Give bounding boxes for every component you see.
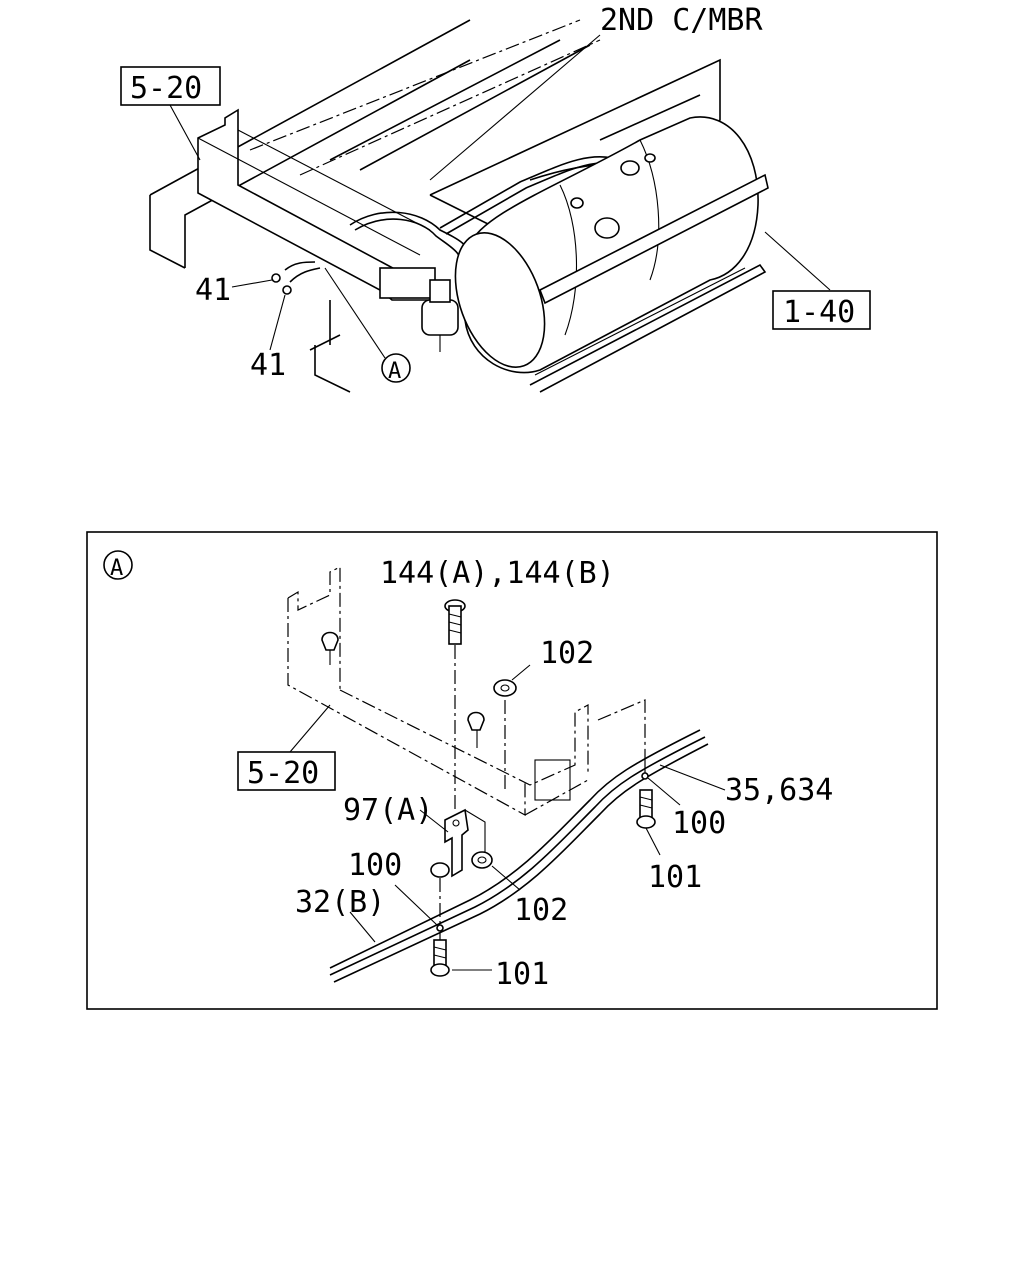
bracket-97a <box>444 808 486 878</box>
label-101-right: 101 <box>648 860 702 895</box>
fitting-41 <box>231 261 386 359</box>
detail-marker-top: A <box>388 359 401 384</box>
nut-102-top <box>493 664 531 725</box>
leader-1-40 <box>764 231 831 291</box>
label-97a: 97(A) <box>343 793 433 828</box>
ref-box-5-20-top <box>120 66 221 106</box>
ref-box-5-20-detail <box>237 751 336 791</box>
label-101-bottom: 101 <box>495 957 549 992</box>
detail-a-panel: A <box>86 531 938 1010</box>
detail-marker-circle <box>103 550 133 580</box>
air-tank <box>454 116 769 393</box>
detail-marker: A <box>110 556 123 581</box>
label-102-bottom: 102 <box>514 893 568 928</box>
top-title: 2ND C/MBR <box>600 3 763 38</box>
bolt-101-bottom <box>430 932 492 977</box>
bolt-144 <box>444 599 466 810</box>
leader-5-20 <box>169 104 201 161</box>
leader-2nd <box>429 34 601 181</box>
air-pipe-lines <box>329 729 709 983</box>
leader-32b <box>349 911 376 943</box>
valve <box>421 279 459 352</box>
ref-5-20-detail-label: 5-20 <box>247 756 319 791</box>
part-41-upper: 41 <box>195 273 231 308</box>
top-illustration: 2ND C/MBR 5-20 1-40 41 41 A <box>120 3 871 393</box>
ref-box-1-40 <box>772 290 871 330</box>
label-102-top: 102 <box>540 636 594 671</box>
nut-left <box>430 862 450 925</box>
crossmember-bracket <box>197 108 436 301</box>
clip-100-left <box>436 924 444 932</box>
leader-5-20-detail <box>289 704 331 753</box>
label-35-634: 35,634 <box>725 773 833 808</box>
label-100-left: 100 <box>348 848 402 883</box>
detail-frame <box>86 531 938 1010</box>
leader-97a <box>419 809 449 833</box>
bolt-101-right <box>636 789 661 856</box>
label-100-right: 100 <box>672 806 726 841</box>
nut-102-bottom <box>471 851 521 891</box>
detail-marker-circle-top <box>381 353 411 383</box>
label-144: 144(A),144(B) <box>380 556 615 591</box>
part-41-lower: 41 <box>250 348 286 383</box>
clip-100-right <box>641 760 726 806</box>
leader-100-left <box>394 884 438 926</box>
label-32b: 32(B) <box>295 885 385 920</box>
ref-5-20-top-label: 5-20 <box>130 71 202 106</box>
ref-1-40-label: 1-40 <box>783 295 855 330</box>
phantom-bracket <box>287 566 646 817</box>
